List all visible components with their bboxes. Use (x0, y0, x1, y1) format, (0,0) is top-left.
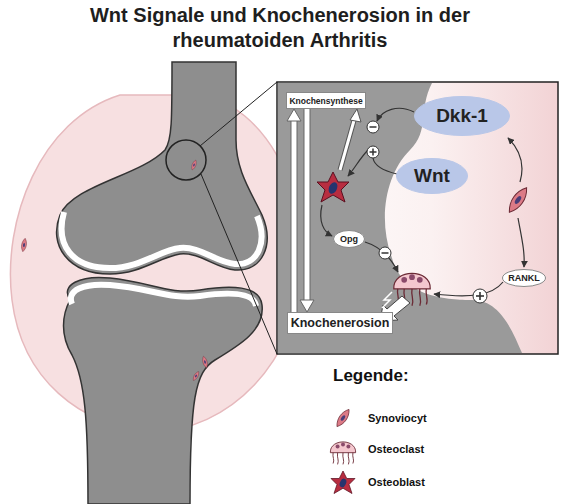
signal-arrow (373, 158, 397, 174)
legend-label: Osteoclast (368, 443, 424, 455)
inset-frame (277, 82, 558, 354)
process-box: Knochenerosion (287, 312, 393, 334)
signal-arrow (434, 282, 503, 296)
diagram-title: Wnt Signale und Knochenerosion in der rh… (55, 3, 505, 53)
signal-arrow (377, 108, 414, 121)
protein-oval: Opg (333, 230, 365, 248)
synoviocyte-cell (190, 159, 197, 170)
signal-arrow (365, 242, 398, 272)
resorption-spark (382, 292, 392, 308)
signal-arrow (321, 205, 332, 236)
zoom-line (201, 174, 277, 354)
node-label: Wnt (414, 165, 450, 187)
legend-symbol (334, 407, 352, 428)
fat-arrow (300, 109, 314, 312)
node-label: Dkk-1 (436, 105, 488, 127)
osteoblast-output-arrow (340, 117, 355, 170)
legend-heading: Legende: (333, 366, 409, 386)
tibia-cartilage (71, 285, 256, 306)
process-box: Knochensynthese (286, 92, 366, 109)
node-label: RANKL (508, 273, 540, 283)
protein-oval: RANKL (502, 269, 546, 287)
activation-symbol (473, 289, 487, 303)
signal-arrow (508, 138, 522, 182)
synoviocyte-cell (201, 356, 208, 369)
synoviocyte-cell (505, 185, 531, 216)
synoviocyte-cell (21, 238, 28, 252)
fat-arrow (287, 109, 301, 312)
inhibition-symbol (379, 247, 391, 259)
signal-arrow (518, 218, 524, 267)
osteoblast-output-arrow (340, 117, 355, 170)
node-label: Opg (340, 234, 358, 244)
synoviocyte-cell (192, 371, 200, 382)
legend-symbol (330, 442, 355, 465)
legend-label: Synoviocyt (368, 412, 427, 424)
inset-bone (278, 83, 522, 353)
activation-symbol (367, 146, 379, 158)
node-label: Knochenerosion (291, 316, 390, 330)
femur-bone (57, 62, 268, 274)
legend-label: Osteoblast (368, 476, 425, 488)
legend-symbol (331, 471, 355, 494)
femur-cartilage (62, 212, 262, 268)
protein-ellipse: Dkk-1 (414, 96, 510, 136)
protein-ellipse: Wnt (396, 158, 468, 194)
osteoblast-cell (317, 172, 349, 202)
inhibition-symbol (367, 121, 379, 133)
zoom-line (200, 82, 277, 146)
signal-arrow (348, 150, 368, 176)
osteoblast-output-arrow (350, 109, 361, 122)
node-label: Knochensynthese (289, 96, 362, 106)
tibia-bone (64, 277, 263, 504)
